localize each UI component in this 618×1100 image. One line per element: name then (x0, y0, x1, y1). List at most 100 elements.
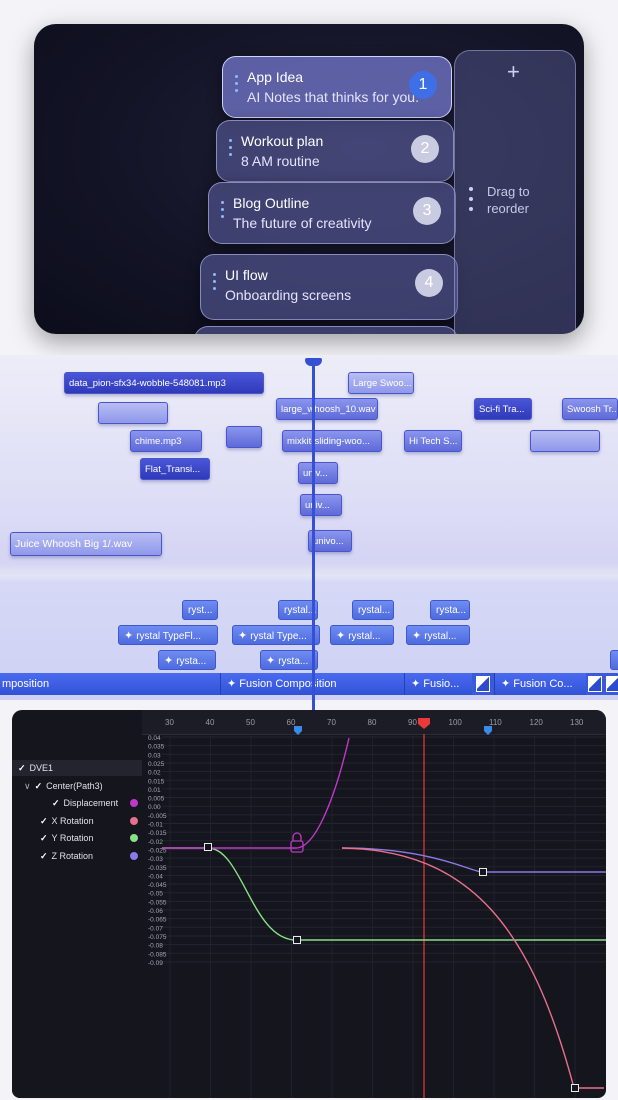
composition-track: mposition ✦ Fusion Composition ✦ Fusio..… (0, 673, 618, 695)
lock-icon (292, 832, 302, 841)
checkbox-icon[interactable]: ✓ (40, 850, 48, 861)
tree-item-dve1[interactable]: ✓DVE1 (18, 760, 53, 776)
audio-clip[interactable]: univ... (300, 494, 342, 516)
audio-clip[interactable]: Large Swoo... (348, 372, 414, 394)
audio-clip[interactable]: Swoosh Tr... (562, 398, 618, 420)
curve-color-dot[interactable] (130, 851, 138, 860)
note-card-2[interactable]: Workout plan 8 AM routine 2 (216, 120, 454, 182)
fusion-clip-label: rysta... (176, 656, 207, 667)
drag-to-reorder-panel[interactable]: + Drag to reorder (454, 50, 576, 334)
chevron-down-icon[interactable]: ∨ (24, 780, 31, 791)
audio-clip[interactable] (530, 430, 600, 452)
fusion-clip[interactable] (610, 650, 618, 670)
drag-handle-icon[interactable] (213, 273, 217, 294)
checkbox-icon[interactable]: ✓ (18, 763, 26, 773)
audio-clip[interactable]: univ... (298, 462, 338, 484)
y-axis-label: 0.02 (148, 770, 161, 777)
sparkle-icon: ✦ (238, 630, 248, 642)
sparkle-icon: ✦ (266, 655, 276, 667)
note-card-5-partial[interactable] (194, 326, 458, 334)
note-subtitle: The future of creativity (233, 215, 372, 231)
note-card-3[interactable]: Blog Outline The future of creativity 3 (208, 182, 456, 244)
y-axis-label: 0.015 (148, 778, 165, 785)
audio-clip[interactable] (98, 402, 168, 424)
fusion-clip[interactable]: ryst... (182, 600, 218, 620)
y-axis-label: 0.01 (148, 787, 161, 794)
y-axis-label: 0.03 (148, 752, 161, 759)
audio-clip[interactable]: Juice Whoosh Big 1/.wav (10, 532, 162, 556)
fusion-clip[interactable]: rystal... (352, 600, 394, 620)
checkbox-icon[interactable]: ✓ (40, 815, 48, 826)
keyframe-marker-icon (294, 726, 302, 735)
tree-item-center-path3-[interactable]: ∨✓Center(Path3) (24, 778, 103, 794)
drag-handle-icon[interactable] (229, 139, 233, 160)
note-card-1[interactable]: App Idea AI Notes that thinks for you. 1 (222, 56, 452, 118)
playhead[interactable] (312, 362, 315, 712)
composition-clip[interactable]: ✦ Fusion Co... (494, 673, 586, 695)
curve-color-dot[interactable] (130, 799, 138, 807)
ruler-tick-label: 30 (165, 718, 174, 727)
sparkle-icon: ✦ (164, 655, 174, 667)
keyframe-square (204, 843, 212, 851)
tree-item-label: Z Rotation (51, 850, 94, 861)
note-title: App Idea (247, 69, 304, 85)
transition-icon[interactable] (588, 676, 602, 692)
tree-item-z-rotation[interactable]: ✓Z Rotation (40, 848, 138, 864)
sparkle-icon: ✦ (412, 630, 422, 642)
audio-clip[interactable]: univo... (308, 530, 352, 552)
audio-clip[interactable]: chime.mp3 (130, 430, 202, 452)
y-axis-label: 0.00 (148, 804, 161, 811)
fusion-clip[interactable]: ✦rystal TypeFl... (118, 625, 218, 645)
y-axis-label: 0.035 (148, 744, 165, 751)
checkbox-icon[interactable]: ✓ (34, 780, 43, 791)
fusion-clip-label: rystal Type... (250, 631, 307, 642)
playhead-marker-icon (418, 718, 430, 729)
audio-clip[interactable]: large_whoosh_10.wav (276, 398, 378, 420)
y-axis-label: -0.04 (148, 873, 163, 880)
ruler-tick-label: 50 (246, 718, 255, 727)
add-icon[interactable]: + (507, 59, 520, 84)
fusion-clip[interactable]: ✦rystal... (406, 625, 470, 645)
audio-clip[interactable] (226, 426, 262, 448)
fusion-clip-label: rystal TypeFl... (136, 631, 202, 642)
y-axis-label: -0.015 (148, 830, 167, 837)
checkbox-icon[interactable]: ✓ (40, 833, 48, 843)
tree-item-displacement[interactable]: ✓Displacement (52, 795, 138, 811)
audio-clip[interactable]: Flat_Transi... (140, 458, 210, 480)
note-card-4[interactable]: UI flow Onboarding screens 4 (200, 254, 458, 320)
transition-icon[interactable] (606, 676, 618, 692)
transition-icon[interactable] (476, 676, 490, 692)
keyframe-square (571, 1084, 579, 1092)
y-axis-label: -0.02 (148, 839, 163, 846)
tree-item-y-rotation[interactable]: ✓Y Rotation (40, 830, 138, 846)
checkbox-icon[interactable]: ✓ (52, 798, 60, 808)
tree-item-x-rotation[interactable]: ✓X Rotation (40, 813, 138, 829)
fusion-clip[interactable]: ✦rysta... (260, 650, 318, 670)
note-subtitle: AI Notes that thinks for you. (247, 89, 419, 105)
composition-clip[interactable]: mposition (0, 673, 220, 695)
y-axis-label: -0.08 (148, 943, 163, 950)
curve-color-dot[interactable] (130, 816, 138, 825)
curves-canvas[interactable]: 0.040.0350.030.0250.020.0150.010.0050.00… (142, 710, 606, 1098)
composition-label: Fusio... (423, 678, 460, 690)
audio-clip[interactable]: data_pion-sfx34-wobble-548081.mp3 (64, 372, 264, 394)
ruler-tick-label: 90 (408, 718, 417, 727)
composition-clip[interactable]: ✦ Fusio... (404, 673, 472, 695)
fusion-clip[interactable]: ✦rystal Type... (232, 625, 320, 645)
note-title: UI flow (225, 267, 268, 283)
fusion-clip[interactable]: ✦rysta... (158, 650, 216, 670)
audio-clip[interactable]: mixkit-sliding-woo... (282, 430, 382, 452)
fusion-clip[interactable]: rysta... (430, 600, 470, 620)
audio-clip[interactable]: Hi Tech S... (404, 430, 462, 452)
audio-clip[interactable]: Sci-fi Tra... (474, 398, 532, 420)
drag-handle-icon[interactable] (221, 201, 225, 222)
drag-handle-icon[interactable] (235, 75, 239, 96)
ruler-tick-label: 120 (529, 718, 543, 727)
fusion-clip[interactable]: rystal... (278, 600, 318, 620)
fusion-clip[interactable]: ✦rystal... (330, 625, 394, 645)
sparkle-icon: ✦ (124, 630, 134, 642)
sparkle-icon: ✦ (227, 678, 240, 690)
curve-color-dot[interactable] (130, 834, 138, 842)
